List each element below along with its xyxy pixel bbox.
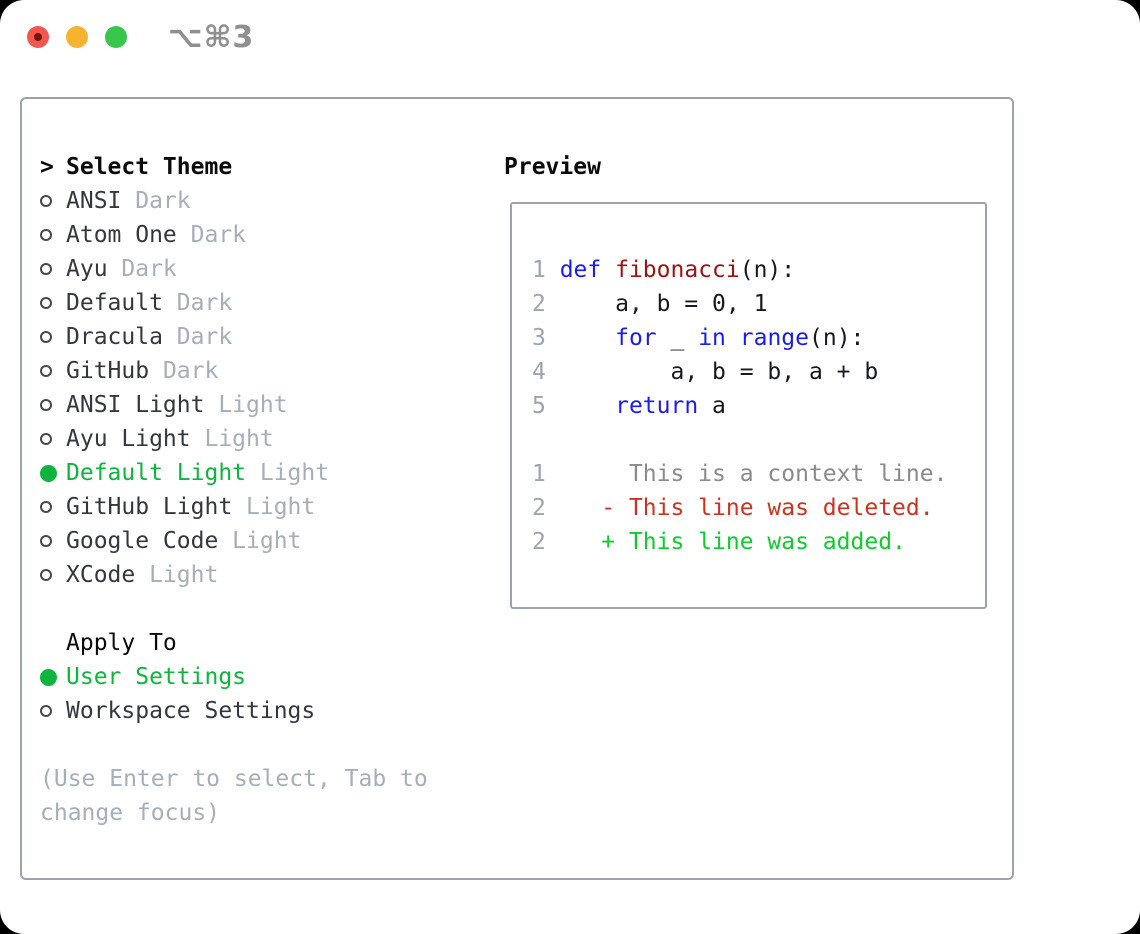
- theme-item-default[interactable]: Default Dark: [40, 286, 480, 320]
- item-label: GitHub Light: [66, 494, 233, 520]
- item-variant-label: Light: [246, 460, 330, 486]
- item-label: Atom One: [66, 222, 177, 248]
- radio-unselected-icon: [40, 365, 66, 377]
- item-label: User Settings: [66, 664, 247, 690]
- theme-item-ansi[interactable]: ANSI Dark: [40, 184, 480, 218]
- item-variant-label: Light: [135, 562, 219, 588]
- radio-unselected-icon: [40, 229, 66, 241]
- item-label: Workspace Settings: [66, 698, 316, 724]
- radio-unselected-icon: [40, 263, 66, 275]
- item-label: Google Code: [66, 528, 219, 554]
- select-theme-title: Select Theme: [66, 154, 233, 180]
- item-label: Default: [66, 290, 163, 316]
- item-variant-label: Dark: [149, 358, 219, 384]
- item-variant-label: Dark: [121, 188, 191, 214]
- maximize-button[interactable]: [105, 26, 127, 48]
- preview-code-line: 5 return a: [532, 393, 726, 419]
- radio-selected-icon: [40, 668, 66, 686]
- preview-code-line: 2 a, b = 0, 1: [532, 291, 768, 317]
- item-label: Ayu: [66, 256, 108, 282]
- radio-selected-icon: [40, 464, 66, 482]
- radio-unselected-icon: [40, 399, 66, 411]
- item-label: ANSI Light: [66, 392, 205, 418]
- item-label: Ayu Light: [66, 426, 191, 452]
- preview-code-line: 1 This is a context line.: [532, 461, 948, 487]
- radio-unselected-icon: [40, 705, 66, 717]
- preview-code: 1 def fibonacci(n): 2 a, b = 0, 1 3 for _ …: [532, 253, 947, 559]
- spacer: [40, 592, 480, 626]
- minimize-button[interactable]: [66, 26, 88, 48]
- item-variant-label: Light: [218, 528, 302, 554]
- theme-item-google-code[interactable]: Google Code Light: [40, 524, 480, 558]
- apply-to-title: Apply To: [66, 630, 177, 656]
- theme-item-dracula[interactable]: Dracula Dark: [40, 320, 480, 354]
- radio-unselected-icon: [40, 195, 66, 207]
- theme-item-default-light[interactable]: Default Light Light: [40, 456, 480, 490]
- theme-item-github-light[interactable]: GitHub Light Light: [40, 490, 480, 524]
- close-dot-icon: [34, 33, 42, 41]
- titlebar: ⌥⌘3: [0, 0, 1140, 97]
- theme-item-atom-one[interactable]: Atom One Dark: [40, 218, 480, 252]
- radio-unselected-icon: [40, 569, 66, 581]
- select-theme-header: > Select Theme: [40, 150, 480, 184]
- apply-to-header: Apply To: [40, 626, 480, 660]
- radio-unselected-icon: [40, 297, 66, 309]
- item-label: GitHub: [66, 358, 150, 384]
- preview-code-line: 4 a, b = b, a + b: [532, 359, 879, 385]
- preview-code-line: 2 - This line was deleted.: [532, 495, 934, 521]
- preview-title: Preview: [504, 154, 601, 180]
- item-label: ANSI: [66, 188, 122, 214]
- close-button[interactable]: [27, 26, 49, 48]
- preview-box: 1 def fibonacci(n): 2 a, b = 0, 1 3 for _ …: [510, 202, 987, 609]
- focus-pointer-icon: >: [40, 154, 54, 180]
- theme-item-xcode[interactable]: XCode Light: [40, 558, 480, 592]
- apply-item-user-settings[interactable]: User Settings: [40, 660, 480, 694]
- window-title: ⌥⌘3: [168, 20, 255, 55]
- preview-code-line: [532, 423, 947, 457]
- theme-item-ayu-light[interactable]: Ayu Light Light: [40, 422, 480, 456]
- item-variant-label: Dark: [162, 290, 233, 316]
- radio-unselected-icon: [40, 535, 66, 547]
- item-variant-label: Dark: [162, 324, 233, 350]
- item-label: XCode: [66, 562, 136, 588]
- preview-code-line: 3 for _ in range(n):: [532, 325, 865, 351]
- item-variant-label: Light: [190, 426, 274, 452]
- radio-unselected-icon: [40, 501, 66, 513]
- apply-item-workspace-settings[interactable]: Workspace Settings: [40, 694, 480, 728]
- theme-item-github[interactable]: GitHub Dark: [40, 354, 480, 388]
- item-label: Default Light: [66, 460, 247, 486]
- item-label: Dracula: [66, 324, 163, 350]
- item-variant-label: Dark: [176, 222, 247, 248]
- item-variant-label: Light: [232, 494, 316, 520]
- help-text: (Use Enter to select, Tab to change focu…: [40, 766, 428, 826]
- item-variant-label: Dark: [107, 256, 177, 282]
- theme-item-ansi-light[interactable]: ANSI Light Light: [40, 388, 480, 422]
- theme-item-ayu[interactable]: Ayu Dark: [40, 252, 480, 286]
- radio-unselected-icon: [40, 433, 66, 445]
- preview-code-line: 1 def fibonacci(n):: [532, 257, 796, 283]
- preview-code-line: 2 + This line was added.: [532, 529, 906, 555]
- item-variant-label: Light: [204, 392, 288, 418]
- radio-unselected-icon: [40, 331, 66, 343]
